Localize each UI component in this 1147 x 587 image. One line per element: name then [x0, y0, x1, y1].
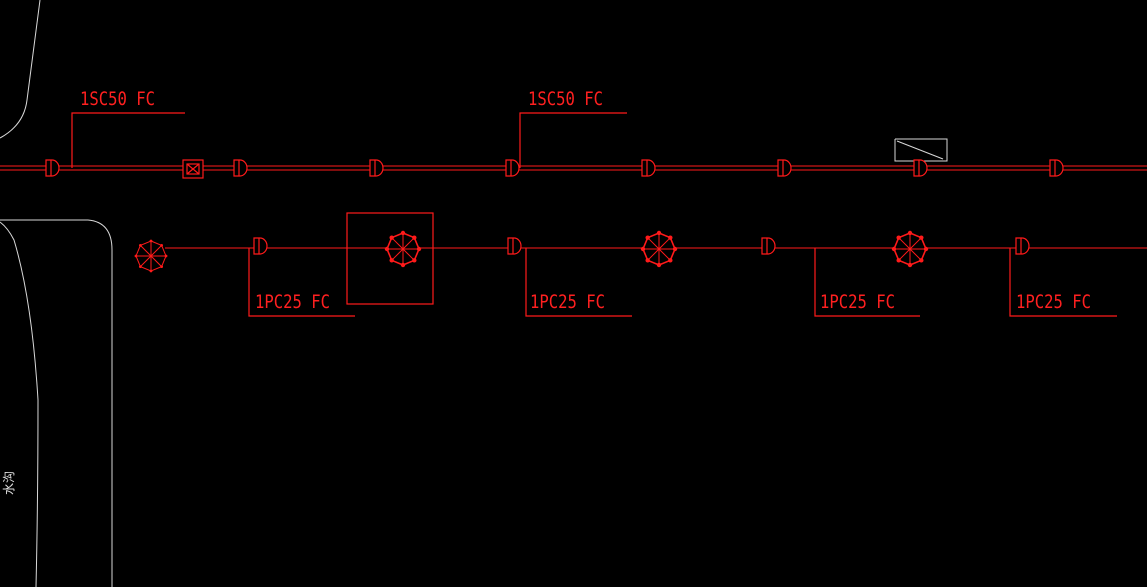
bottom-label-3: 1PC25 FC — [820, 292, 895, 314]
socket-icon — [253, 237, 268, 255]
building-outline — [0, 0, 948, 587]
socket-icon — [761, 237, 776, 255]
bottom-label-2: 1PC25 FC — [530, 292, 605, 314]
socket-icon — [1015, 237, 1030, 255]
socket-icon — [369, 159, 384, 177]
bottom-sockets — [253, 237, 1030, 255]
ceiling-light-icon — [891, 230, 929, 268]
bottom-label-4: 1PC25 FC — [1016, 292, 1091, 314]
side-text: 水沟 — [2, 471, 16, 495]
bottom-label-1: 1PC25 FC — [255, 292, 330, 314]
ceiling-light-icon — [134, 239, 168, 273]
top-sockets — [45, 159, 1064, 177]
ceiling-light-icon — [384, 230, 422, 268]
top-label-1: 1SC50 FC — [80, 89, 155, 111]
socket-icon — [777, 159, 792, 177]
bottom-leaders — [248, 248, 1117, 317]
socket-icon — [641, 159, 656, 177]
top-label-2: 1SC50 FC — [528, 89, 603, 111]
lights — [134, 230, 929, 273]
top-wire-run — [0, 165, 1147, 171]
socket-icon — [913, 159, 928, 177]
junction-box-icon — [182, 159, 204, 179]
selection-frame[interactable] — [346, 212, 434, 305]
ceiling-light-icon — [640, 230, 678, 268]
top-leaders — [71, 112, 627, 168]
socket-icon — [505, 159, 520, 177]
socket-icon — [1049, 159, 1064, 177]
socket-icon — [233, 159, 248, 177]
socket-icon — [45, 159, 60, 177]
socket-icon — [507, 237, 522, 255]
